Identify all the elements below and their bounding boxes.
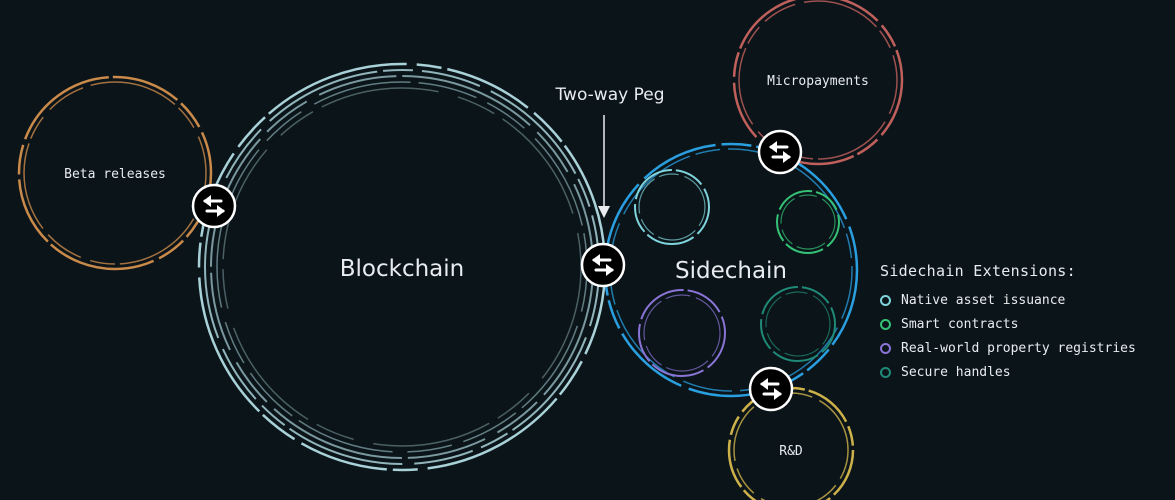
rnd-label: R&D (779, 444, 803, 459)
beta-releases-label: Beta releases (64, 167, 166, 182)
legend-item: Native asset issuance (880, 288, 1136, 312)
legend-item: Secure handles (880, 360, 1136, 384)
blockchain-circle: Blockchain (197, 62, 607, 472)
legend-dot-icon (880, 366, 891, 378)
peg-badge-micropayments (757, 129, 803, 175)
legend-dot-icon (880, 294, 891, 306)
legend-dot-icon (880, 342, 891, 354)
legend-item-label: Native asset issuance (901, 292, 1066, 308)
sidechain-extensions-legend: Sidechain Extensions: Native asset issua… (880, 262, 1136, 384)
extension-native-asset-circle (634, 169, 710, 245)
two-way-arrows-icon (592, 254, 614, 276)
extension-property-registries-circle (638, 289, 726, 377)
legend-item-label: Smart contracts (901, 316, 1019, 332)
extension-secure-handles-circle (760, 286, 836, 362)
legend-title: Sidechain Extensions: (880, 262, 1076, 280)
legend-item: Smart contracts (880, 312, 1136, 336)
legend-item-label: Real-world property registries (901, 340, 1136, 356)
peg-badge-beta (191, 183, 237, 229)
peg-badge-main (580, 242, 626, 288)
two-way-arrows-icon (760, 378, 782, 400)
sidechain-circle: Sidechain (603, 142, 859, 398)
beta-releases-circle: Beta releases (17, 75, 213, 271)
micropayments-label: Micropayments (767, 74, 869, 89)
peg-badge-rnd (748, 366, 794, 412)
legend-list: Native asset issuance Smart contracts Re… (880, 288, 1136, 384)
legend-dot-icon (880, 318, 891, 330)
rnd-circle: R&D (727, 386, 855, 500)
legend-item-label: Secure handles (901, 364, 1011, 380)
blockchain-label: Blockchain (340, 256, 465, 282)
two-way-peg-label: Two-way Peg (554, 85, 664, 105)
sidechain-label: Sidechain (675, 258, 787, 284)
two-way-arrows-icon (203, 195, 225, 217)
extension-smart-contracts-circle (776, 190, 840, 254)
two-way-arrows-icon (769, 141, 791, 163)
micropayments-circle: Micropayments (732, 0, 904, 166)
legend-item: Real-world property registries (880, 336, 1136, 360)
